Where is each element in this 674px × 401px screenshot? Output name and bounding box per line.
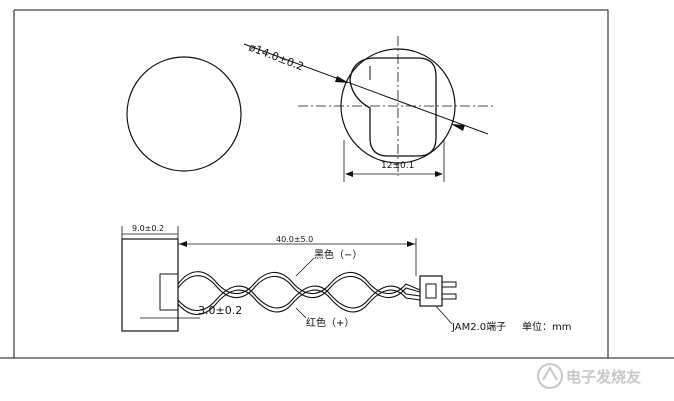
lead-arrow-left bbox=[179, 241, 187, 247]
keyhole-cutout bbox=[349, 57, 437, 157]
width-arrow-right bbox=[435, 171, 443, 177]
connector-pin-bottom bbox=[441, 293, 457, 300]
watermark-logo-icon bbox=[537, 363, 563, 389]
connector-window bbox=[425, 283, 437, 299]
twisted-wire-black bbox=[177, 271, 421, 295]
diameter-arrow-left bbox=[335, 76, 349, 83]
dimensioned-disc-view: ø14.0±0.2 12±0.1 bbox=[243, 36, 494, 182]
width-label: 12±0.1 bbox=[381, 161, 414, 171]
watermark-logo-mark bbox=[542, 366, 558, 381]
lead-arrow-right bbox=[407, 241, 415, 247]
connector-label: JAM2.0端子 bbox=[451, 320, 506, 333]
housing-width-label: 9.0±0.2 bbox=[132, 224, 164, 233]
red-wire-leader bbox=[295, 307, 307, 319]
connector-leader bbox=[435, 305, 453, 325]
lead-length-label: 40.0±5.0 bbox=[276, 235, 313, 244]
diameter-leader-line bbox=[243, 43, 489, 135]
housing-body bbox=[121, 238, 179, 332]
twisted-wire-red-2 bbox=[177, 289, 421, 316]
side-view: 9.0±0.2 40.0±5.0 3.0±0.2 黑色（−） 红色（+） JAM… bbox=[121, 224, 571, 333]
watermark: 电子发烧友 bbox=[537, 363, 641, 389]
diameter-label: ø14.0±0.2 bbox=[247, 41, 306, 74]
red-wire-label: 红色（+） bbox=[306, 316, 354, 329]
connector-body bbox=[419, 275, 443, 307]
twisted-wire-black-2 bbox=[177, 275, 421, 299]
black-wire-label: 黑色（−） bbox=[314, 248, 362, 261]
width-arrow-left bbox=[345, 171, 353, 177]
unit-label: 单位：mm bbox=[522, 320, 571, 333]
twisted-wire-red bbox=[177, 285, 421, 312]
watermark-text: 电子发烧友 bbox=[566, 368, 641, 386]
black-wire-leader bbox=[295, 257, 315, 277]
thickness-label: 3.0±0.2 bbox=[198, 304, 242, 317]
drawing-frame-border bbox=[13, 9, 609, 359]
diameter-arrow-right bbox=[451, 124, 465, 131]
plain-disc-view bbox=[126, 56, 242, 172]
housing-inner-block bbox=[159, 273, 179, 311]
connector-pin-top bbox=[441, 281, 457, 288]
